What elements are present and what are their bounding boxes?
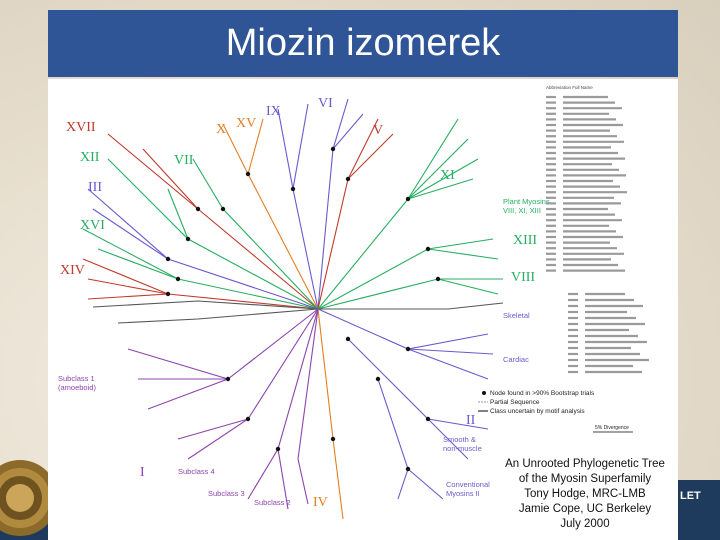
slide-title: Miozin izomerek xyxy=(225,22,501,64)
class-label-x: X xyxy=(216,122,226,137)
university-seal-logo xyxy=(0,452,60,540)
class-label-ii: II xyxy=(466,413,476,428)
legend-node-marker xyxy=(482,391,486,395)
abbreviation-table: Abbreviation Full Name xyxy=(546,85,593,90)
class-label-xi: XI xyxy=(440,168,455,183)
tree-branches xyxy=(82,98,504,520)
group-labels: Plant Myosins VIII, XI, XIII Skeletal Ca… xyxy=(58,197,550,507)
caption-line-1: An Unrooted Phylogenetic Tree xyxy=(505,458,665,470)
subclass2-label: Subclass 2 xyxy=(254,498,291,507)
legend: Node found in >90% Bootstrap trials Part… xyxy=(478,390,633,433)
non-muscle-label: non-muscle xyxy=(443,444,482,453)
legend-item-node: Node found in >90% Bootstrap trials xyxy=(490,390,595,397)
plant-myosins-label: Plant Myosins xyxy=(503,197,550,206)
class-label-xiv: XIV xyxy=(60,263,85,278)
class-label-xv: XV xyxy=(236,116,256,131)
skeletal-label: Skeletal xyxy=(503,311,530,320)
title-bar: Miozin izomerek xyxy=(48,10,678,77)
class-label-i: I xyxy=(140,465,145,480)
plant-classes-label: VIII, XI, XIII xyxy=(503,206,541,215)
subclass1-label: Subclass 1 xyxy=(58,374,95,383)
class-label-xvi: XVI xyxy=(80,218,105,233)
scale-bar-label: 5% Divergence xyxy=(595,425,629,431)
class-label-v: V xyxy=(373,123,383,138)
class-label-ix: IX xyxy=(266,104,281,119)
bootstrap-nodes xyxy=(165,146,441,472)
caption-line-5: July 2000 xyxy=(560,518,609,530)
class-label-iv: IV xyxy=(313,495,328,510)
subclass4-label: Subclass 4 xyxy=(178,467,215,476)
caption-line-3: Tony Hodge, MRC-LMB xyxy=(524,488,646,500)
class-numerals: XVII IX VI X XV V XII VII III XI XVI XII… xyxy=(60,96,537,510)
figure-caption: An Unrooted Phylogenetic Tree of the Myo… xyxy=(505,458,665,530)
cardiac-label: Cardiac xyxy=(503,355,529,364)
conventional-label: Conventional xyxy=(446,480,490,489)
caption-line-2: of the Myosin Superfamily xyxy=(519,473,652,485)
abbreviation-rows xyxy=(546,95,649,374)
class-label-vii: VII xyxy=(174,153,194,168)
footer-logo-text: LET xyxy=(680,490,701,502)
phylogenetic-tree-figure: XVII IX VI X XV V XII VII III XI XVI XII… xyxy=(48,79,678,540)
class-label-xvii: XVII xyxy=(66,120,96,135)
class-label-vi: VI xyxy=(318,96,333,111)
caption-line-4: Jamie Cope, UC Berkeley xyxy=(519,503,652,515)
legend-item-uncertain: Class uncertain by motif analysis xyxy=(490,408,585,415)
smooth-label: Smooth & xyxy=(443,435,476,444)
class-label-xiii: XIII xyxy=(513,233,537,248)
legend-item-partial: Partial Sequence xyxy=(490,399,540,406)
class-label-iii: III xyxy=(88,180,102,195)
class-label-viii: VIII xyxy=(511,270,535,285)
tree-svg: XVII IX VI X XV V XII VII III XI XVI XII… xyxy=(58,85,665,530)
subclass1b-label: (amoeboid) xyxy=(58,383,96,392)
class-label-xii: XII xyxy=(80,150,100,165)
abbrev-header: Abbreviation Full Name xyxy=(546,85,593,90)
subclass3-label: Subclass 3 xyxy=(208,489,245,498)
conventional2-label: Myosins II xyxy=(446,489,480,498)
